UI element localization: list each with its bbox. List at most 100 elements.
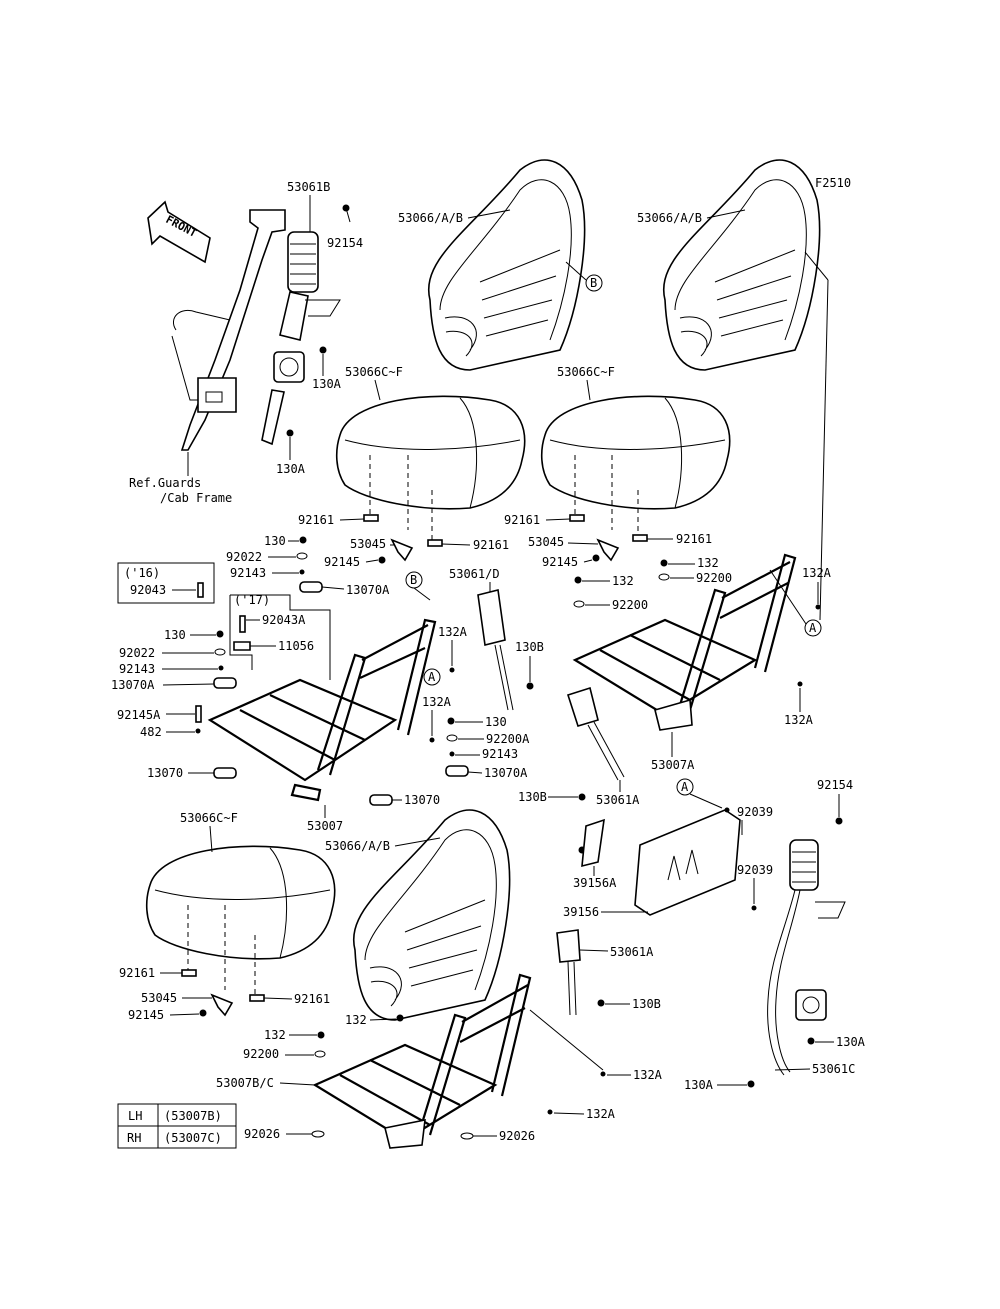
label-92022-1: 92022 xyxy=(226,550,262,564)
callout-A-3: A xyxy=(681,780,689,794)
label-132A-3: 132A xyxy=(802,566,832,580)
label-132-4: 132 xyxy=(345,1013,367,1027)
seat-backrest-3 xyxy=(352,809,511,1021)
cab-frame-guard xyxy=(171,209,286,451)
label-92161-5: 92161 xyxy=(119,966,155,980)
label-39156: 39156 xyxy=(563,905,599,919)
label-13070A-2: 13070A xyxy=(111,678,155,692)
label-92143-2: 92143 xyxy=(119,662,155,676)
label-13070-1: 13070 xyxy=(147,766,183,780)
figure-code: F2510 xyxy=(815,176,851,190)
label-130A-c: 130A xyxy=(836,1035,866,1049)
seat-cushion-2 xyxy=(540,395,731,510)
seat-belt-retractor-left xyxy=(261,231,341,446)
label-92145-1: 92145 xyxy=(324,555,360,569)
label-11056: 11056 xyxy=(278,639,314,653)
label-92026-2: 92026 xyxy=(499,1129,535,1143)
label-92145-3: 92145 xyxy=(128,1008,164,1022)
label-53061D: 53061/D xyxy=(449,567,500,581)
label-132-1: 132 xyxy=(612,574,634,588)
ref-note-line2: /Cab Frame xyxy=(160,491,232,505)
label-92026-1: 92026 xyxy=(244,1127,280,1141)
label-53066CF-2: 53066C~F xyxy=(557,365,615,379)
label-year-16: ('16) xyxy=(124,566,160,580)
label-13070A-1: 13070A xyxy=(346,583,390,597)
label-53045-3: 53045 xyxy=(141,991,177,1005)
callout-A-1: A xyxy=(428,670,436,684)
legend-row-lh-part: (53007B) xyxy=(164,1109,222,1123)
label-53061A-2: 53061A xyxy=(610,945,654,959)
label-482: 482 xyxy=(140,725,162,739)
buckle-53061D xyxy=(477,589,514,711)
callout-A-2: A xyxy=(809,621,817,635)
buckle-53061A-mid xyxy=(566,686,625,781)
label-53066CF-3: 53066C~F xyxy=(180,811,238,825)
label-92200-2: 92200 xyxy=(696,571,732,585)
label-92022-2: 92022 xyxy=(119,646,155,660)
label-92200-3: 92200 xyxy=(243,1047,279,1061)
seat-frame-left xyxy=(207,618,437,802)
label-130-1: 130 xyxy=(264,534,286,548)
seat-cushion-1 xyxy=(335,395,526,510)
label-92143-3: 92143 xyxy=(482,747,518,761)
seat-cushion-3 xyxy=(145,845,336,960)
label-53007A: 53007A xyxy=(651,758,695,772)
label-53061B: 53061B xyxy=(287,180,330,194)
label-132A-2: 132A xyxy=(422,695,452,709)
label-132-3: 132 xyxy=(264,1028,286,1042)
label-92161-3: 92161 xyxy=(504,513,540,527)
label-92161-4: 92161 xyxy=(676,532,712,546)
label-132A-6: 132A xyxy=(586,1107,616,1121)
label-92039-2: 92039 xyxy=(737,863,773,877)
label-year-17: ('17) xyxy=(234,593,270,607)
seat-frame-right xyxy=(572,553,797,731)
label-130A-d: 130A xyxy=(684,1078,714,1092)
label-53066AB-2: 53066/A/B xyxy=(637,211,702,225)
label-53007BC: 53007B/C xyxy=(216,1076,274,1090)
label-130-3: 130 xyxy=(485,715,507,729)
label-132A-4: 132A xyxy=(784,713,814,727)
label-130B-2: 130B xyxy=(518,790,547,804)
label-130A-a: 130A xyxy=(312,377,342,391)
skid-plate xyxy=(581,809,741,916)
label-92039-1: 92039 xyxy=(737,805,773,819)
legend-table: LH (53007B) RH (53007C) xyxy=(117,1103,237,1149)
label-130B-1: 130B xyxy=(515,640,544,654)
label-92154-right: 92154 xyxy=(817,778,853,792)
label-92161-6: 92161 xyxy=(294,992,330,1006)
label-130-2: 130 xyxy=(164,628,186,642)
label-92161-2: 92161 xyxy=(473,538,509,552)
label-53045-1: 53045 xyxy=(350,537,386,551)
label-13070A-3: 13070A xyxy=(484,766,528,780)
label-92161-1: 92161 xyxy=(298,513,334,527)
ref-note-line1: Ref.Guards xyxy=(129,476,201,490)
seat-backrest-2 xyxy=(662,159,821,371)
label-130B-3: 130B xyxy=(632,997,661,1011)
label-130A-b: 130A xyxy=(276,462,306,476)
label-92143-1: 92143 xyxy=(230,566,266,580)
seat-frame-bottom xyxy=(312,973,532,1149)
seat-backrest-1 xyxy=(427,159,586,371)
label-53066AB-1: 53066/A/B xyxy=(398,211,463,225)
label-92200A: 92200A xyxy=(486,732,530,746)
label-92200-1: 92200 xyxy=(612,598,648,612)
callout-B-1: B xyxy=(590,276,597,290)
label-92145-2: 92145 xyxy=(542,555,578,569)
label-53061C: 53061C xyxy=(812,1062,855,1076)
label-53066CF-1: 53066C~F xyxy=(345,365,403,379)
label-92043: 92043 xyxy=(130,583,166,597)
legend-row-lh-side: LH xyxy=(128,1109,142,1123)
label-132-2: 132 xyxy=(697,556,719,570)
seat-belt-retractor-right xyxy=(767,839,846,1076)
callout-B-2: B xyxy=(410,573,417,587)
label-39156A: 39156A xyxy=(573,876,617,890)
label-92145A: 92145A xyxy=(117,708,161,722)
legend-row-rh-part: (53007C) xyxy=(164,1131,222,1145)
label-92154-top: 92154 xyxy=(327,236,363,250)
label-53007: 53007 xyxy=(307,819,343,833)
legend-row-rh-side: RH xyxy=(127,1131,141,1145)
label-13070-2: 13070 xyxy=(404,793,440,807)
label-92043A: 92043A xyxy=(262,613,306,627)
label-132A-5: 132A xyxy=(633,1068,663,1082)
